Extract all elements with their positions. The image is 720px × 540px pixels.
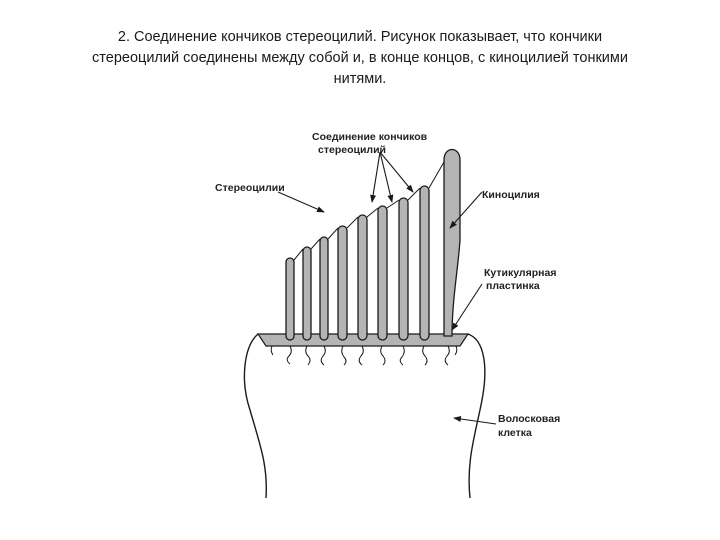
hair-cell-body: [243, 333, 486, 499]
arrow-stereocilia: [277, 191, 325, 213]
stereocilium-1: [285, 257, 295, 341]
label-cuticular-line2: пластинка: [486, 280, 540, 292]
label-hair-cell-line2: клетка: [498, 427, 532, 439]
label-hair-cell-line1: Волосковая: [498, 413, 560, 425]
caption-line-2: стереоцилий соединены между собой и, в к…: [92, 50, 628, 66]
kinocilium: [443, 148, 461, 337]
label-kinocilium: Киноцилия: [482, 189, 540, 201]
pointer-arrows: [277, 151, 497, 425]
stereocilium-5: [357, 214, 368, 341]
rootlets: [270, 345, 458, 366]
stereocilia-group: [285, 185, 430, 341]
tip-links: [293, 161, 445, 261]
stereocilium-4: [337, 225, 348, 341]
arrow-tip-links-2: [379, 151, 394, 203]
caption-line-1: 2. Соединение кончиков стереоцилий. Рису…: [117, 29, 603, 45]
stereocilium-7: [398, 197, 409, 341]
label-stereocilia: Стереоцилии: [215, 182, 285, 194]
label-tip-links-line2: стереоцилий: [318, 144, 386, 156]
arrow-tip-links-1: [370, 151, 381, 203]
label-cuticular-line1: Кутикулярная: [484, 267, 556, 279]
arrow-kinocilium: [449, 191, 483, 229]
label-tip-links-line1: Соединение кончиков: [312, 131, 428, 143]
arrow-tip-links-3: [379, 151, 414, 193]
arrow-cuticular-plate: [451, 283, 483, 331]
figure-caption: 2. Соединение кончиков стереоцилий. Рису…: [60, 27, 660, 90]
stereocilium-2: [302, 246, 312, 341]
caption-line-3: нитями.: [333, 71, 387, 87]
arrow-hair-cell: [453, 416, 497, 425]
stereocilium-6: [377, 205, 388, 341]
stereocilium-3: [319, 236, 329, 341]
stereocilium-8: [419, 185, 430, 341]
